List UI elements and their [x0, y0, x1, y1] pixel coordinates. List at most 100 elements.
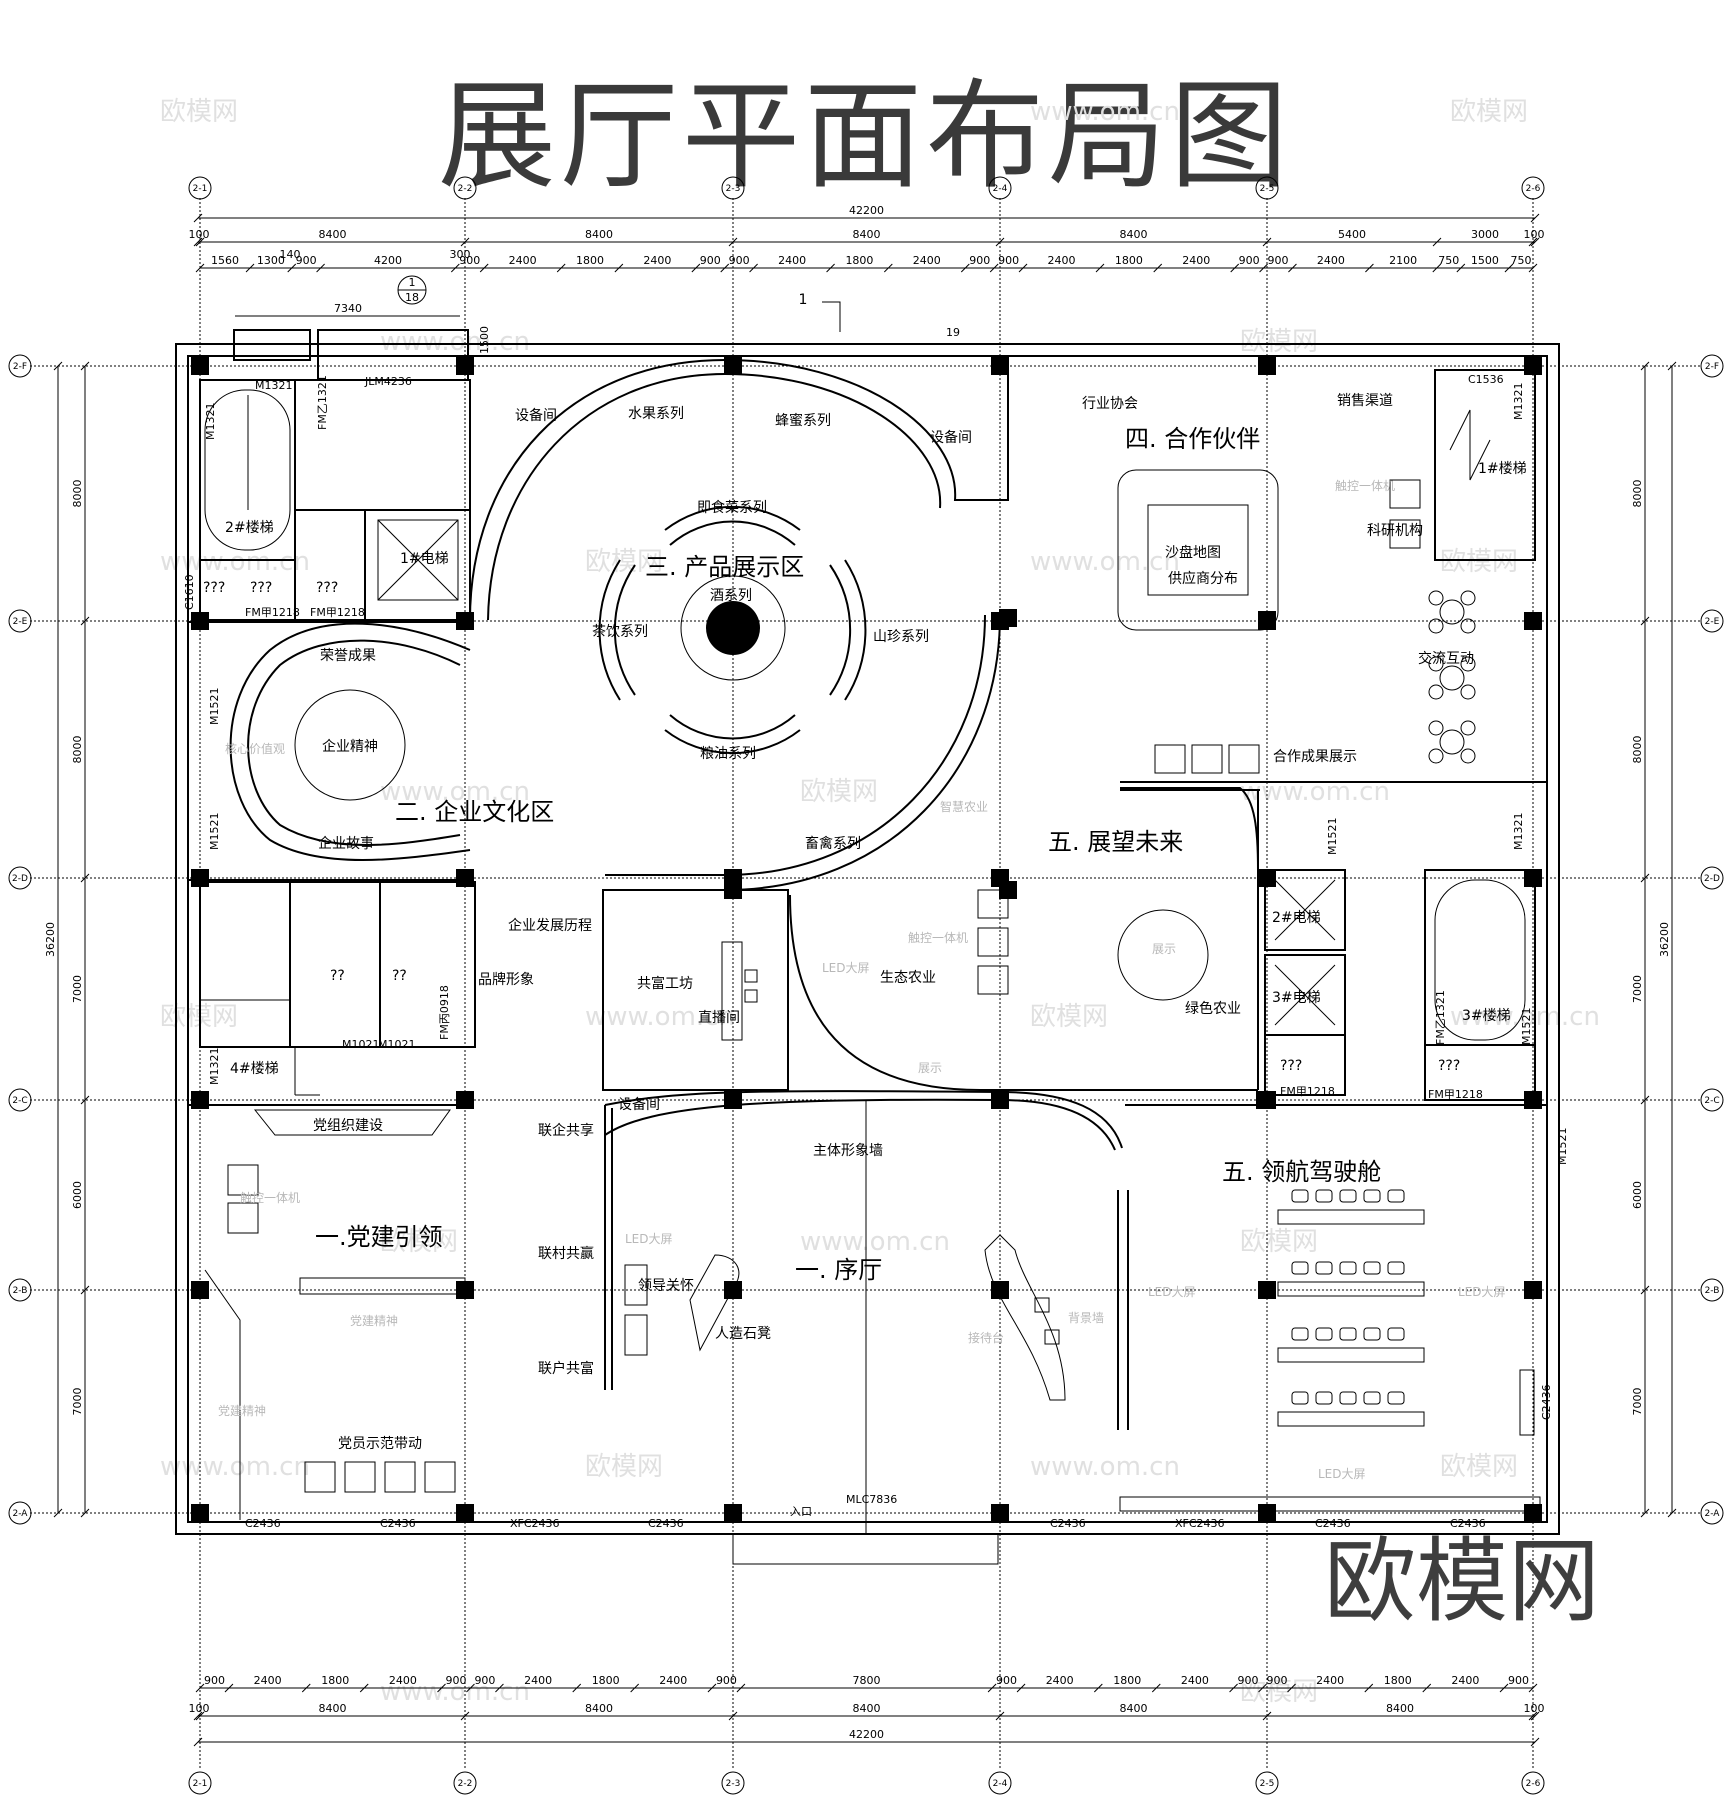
axis-label: 2-6 [1526, 1779, 1541, 1789]
dim-tick [826, 263, 835, 273]
axis-bubble [1700, 609, 1724, 633]
faint-bgwall: 背景墙 [1068, 1311, 1104, 1325]
axis-bubble [1700, 1501, 1724, 1525]
axis-label: 2-6 [1526, 184, 1541, 194]
dim-tick [245, 263, 255, 273]
dim-value: 1800 [321, 1674, 349, 1687]
dim-tick [359, 1683, 369, 1693]
seat [1339, 1327, 1357, 1341]
dim-value: 1800 [1113, 1674, 1141, 1687]
zone-partner: 四. 合作伙伴 [1125, 425, 1260, 453]
dim-tick [614, 263, 624, 273]
faint-touch-1: 触控一体机 [1335, 479, 1395, 493]
faint-led-4: LED大屏 [1458, 1285, 1506, 1299]
faint-smart: 智慧农业 [940, 799, 988, 814]
zone-future: 五. 展望未来 [1048, 828, 1183, 856]
watermark: www.om.cn [800, 1227, 950, 1257]
axis-bubble [8, 609, 32, 633]
dim-tick [193, 237, 203, 247]
watermark: www.om.cn [1030, 97, 1180, 127]
column [191, 1091, 209, 1109]
round-table [1439, 729, 1465, 755]
label-elev-1: 1#电梯 [400, 551, 449, 567]
dim-value: 900 [700, 254, 721, 267]
faint-led-5: LED大屏 [1318, 1467, 1366, 1481]
dim-value: 900 [996, 1674, 1017, 1687]
seat [1315, 1391, 1333, 1405]
detail-marker-top: 1 [409, 276, 416, 289]
watermark: 欧模网 [585, 547, 663, 577]
dim-tick [1153, 263, 1163, 273]
dim-value: 8400 [1386, 1702, 1414, 1715]
dim-tick [1259, 263, 1268, 273]
zone-titles: 三. 产品展示区 二. 企业文化区 四. 合作伙伴 五. 展望未来 五. 领航驾… [315, 425, 1381, 1284]
axis-bubble [1521, 176, 1545, 200]
dim-value: 8400 [1120, 1702, 1148, 1715]
interior-partitions [188, 329, 1547, 1534]
column [191, 357, 209, 375]
seat [1387, 1327, 1405, 1341]
watermark: 欧模网 [1440, 1452, 1518, 1482]
axis-bubble [1700, 1088, 1724, 1112]
dim-tick [195, 263, 205, 273]
dim-value: 900 [1238, 1674, 1259, 1687]
dim-value: 7800 [853, 1674, 881, 1687]
label-instant: 即食菜系列 [697, 499, 767, 516]
axis-bubble [8, 1278, 32, 1302]
label-stair-2: 2#楼梯 [225, 520, 274, 536]
code-m1321-e: M1321 [1512, 813, 1525, 851]
dim-tick [1258, 1683, 1267, 1693]
column [456, 1504, 474, 1522]
axis-label: 2-F [13, 362, 27, 372]
code-xfc-a: XFC2436 [510, 1517, 560, 1530]
dim-tick [1667, 1508, 1677, 1518]
label-equip-2: 设备间 [930, 429, 972, 446]
door-window-codes: M1321 JLM4236 FM甲1218 FM甲1218 C1536 FM甲1… [183, 373, 1569, 1530]
desk-row [1277, 1209, 1425, 1225]
dim-tick [1640, 873, 1650, 883]
dim-tick [495, 1683, 504, 1693]
dim-value: 8400 [1120, 228, 1148, 241]
dim-tick [460, 1711, 470, 1721]
dim-value: 2400 [1048, 254, 1076, 267]
code-c1610: C1610 [183, 574, 196, 610]
dim-value: 7000 [1631, 1388, 1644, 1416]
dim-tick [53, 1508, 63, 1518]
label-research: 科研机构 [1367, 523, 1423, 539]
label-mountain: 山珍系列 [873, 629, 929, 645]
dim-value: 7000 [71, 975, 84, 1003]
label-livestock: 畜禽系列 [805, 835, 861, 852]
dim-tick [572, 1683, 582, 1693]
chair [1460, 656, 1476, 672]
label-elev-2: 2#电梯 [1272, 910, 1321, 926]
dim-tick [287, 263, 297, 273]
code-m1521-b: M1521 [208, 813, 221, 851]
dim-value: 900 [716, 1674, 737, 1687]
dim-tick [630, 1683, 640, 1693]
dim-tick [995, 237, 1005, 247]
dim-value: 6000 [71, 1181, 84, 1209]
label-q-1: ??? [203, 580, 225, 596]
axis-label: 2-C [12, 1096, 27, 1106]
code-fm1321-a: FM乙1321 [316, 375, 329, 430]
code-c2436-f: C2436 [1450, 1517, 1486, 1530]
dim-value: 900 [296, 254, 317, 267]
code-fm0918: FM丙0918 [438, 985, 451, 1040]
faint-touch-3: 触控一体机 [240, 1191, 300, 1205]
column [724, 1504, 742, 1522]
code-m1321-a: M1321 [255, 379, 293, 392]
code-m1521-a: M1521 [208, 688, 221, 726]
seat [1339, 1189, 1357, 1203]
dim-tick [1432, 263, 1442, 273]
seat [1363, 1261, 1381, 1275]
column [1258, 1504, 1276, 1522]
dim-tick [556, 263, 566, 273]
faint-labels: 触控一体机 智慧农业 触控一体机 LED大屏 展示 展示 核心价值观 党建精神 … [218, 479, 1506, 1481]
label-share-3: 联户共富 [538, 1360, 594, 1377]
label-assoc: 行业协会 [1082, 396, 1138, 412]
dim-tick [80, 873, 90, 883]
dim-tick [1456, 263, 1466, 273]
label-party-org: 党组织建设 [313, 1118, 383, 1134]
dim-value: 8400 [319, 228, 347, 241]
